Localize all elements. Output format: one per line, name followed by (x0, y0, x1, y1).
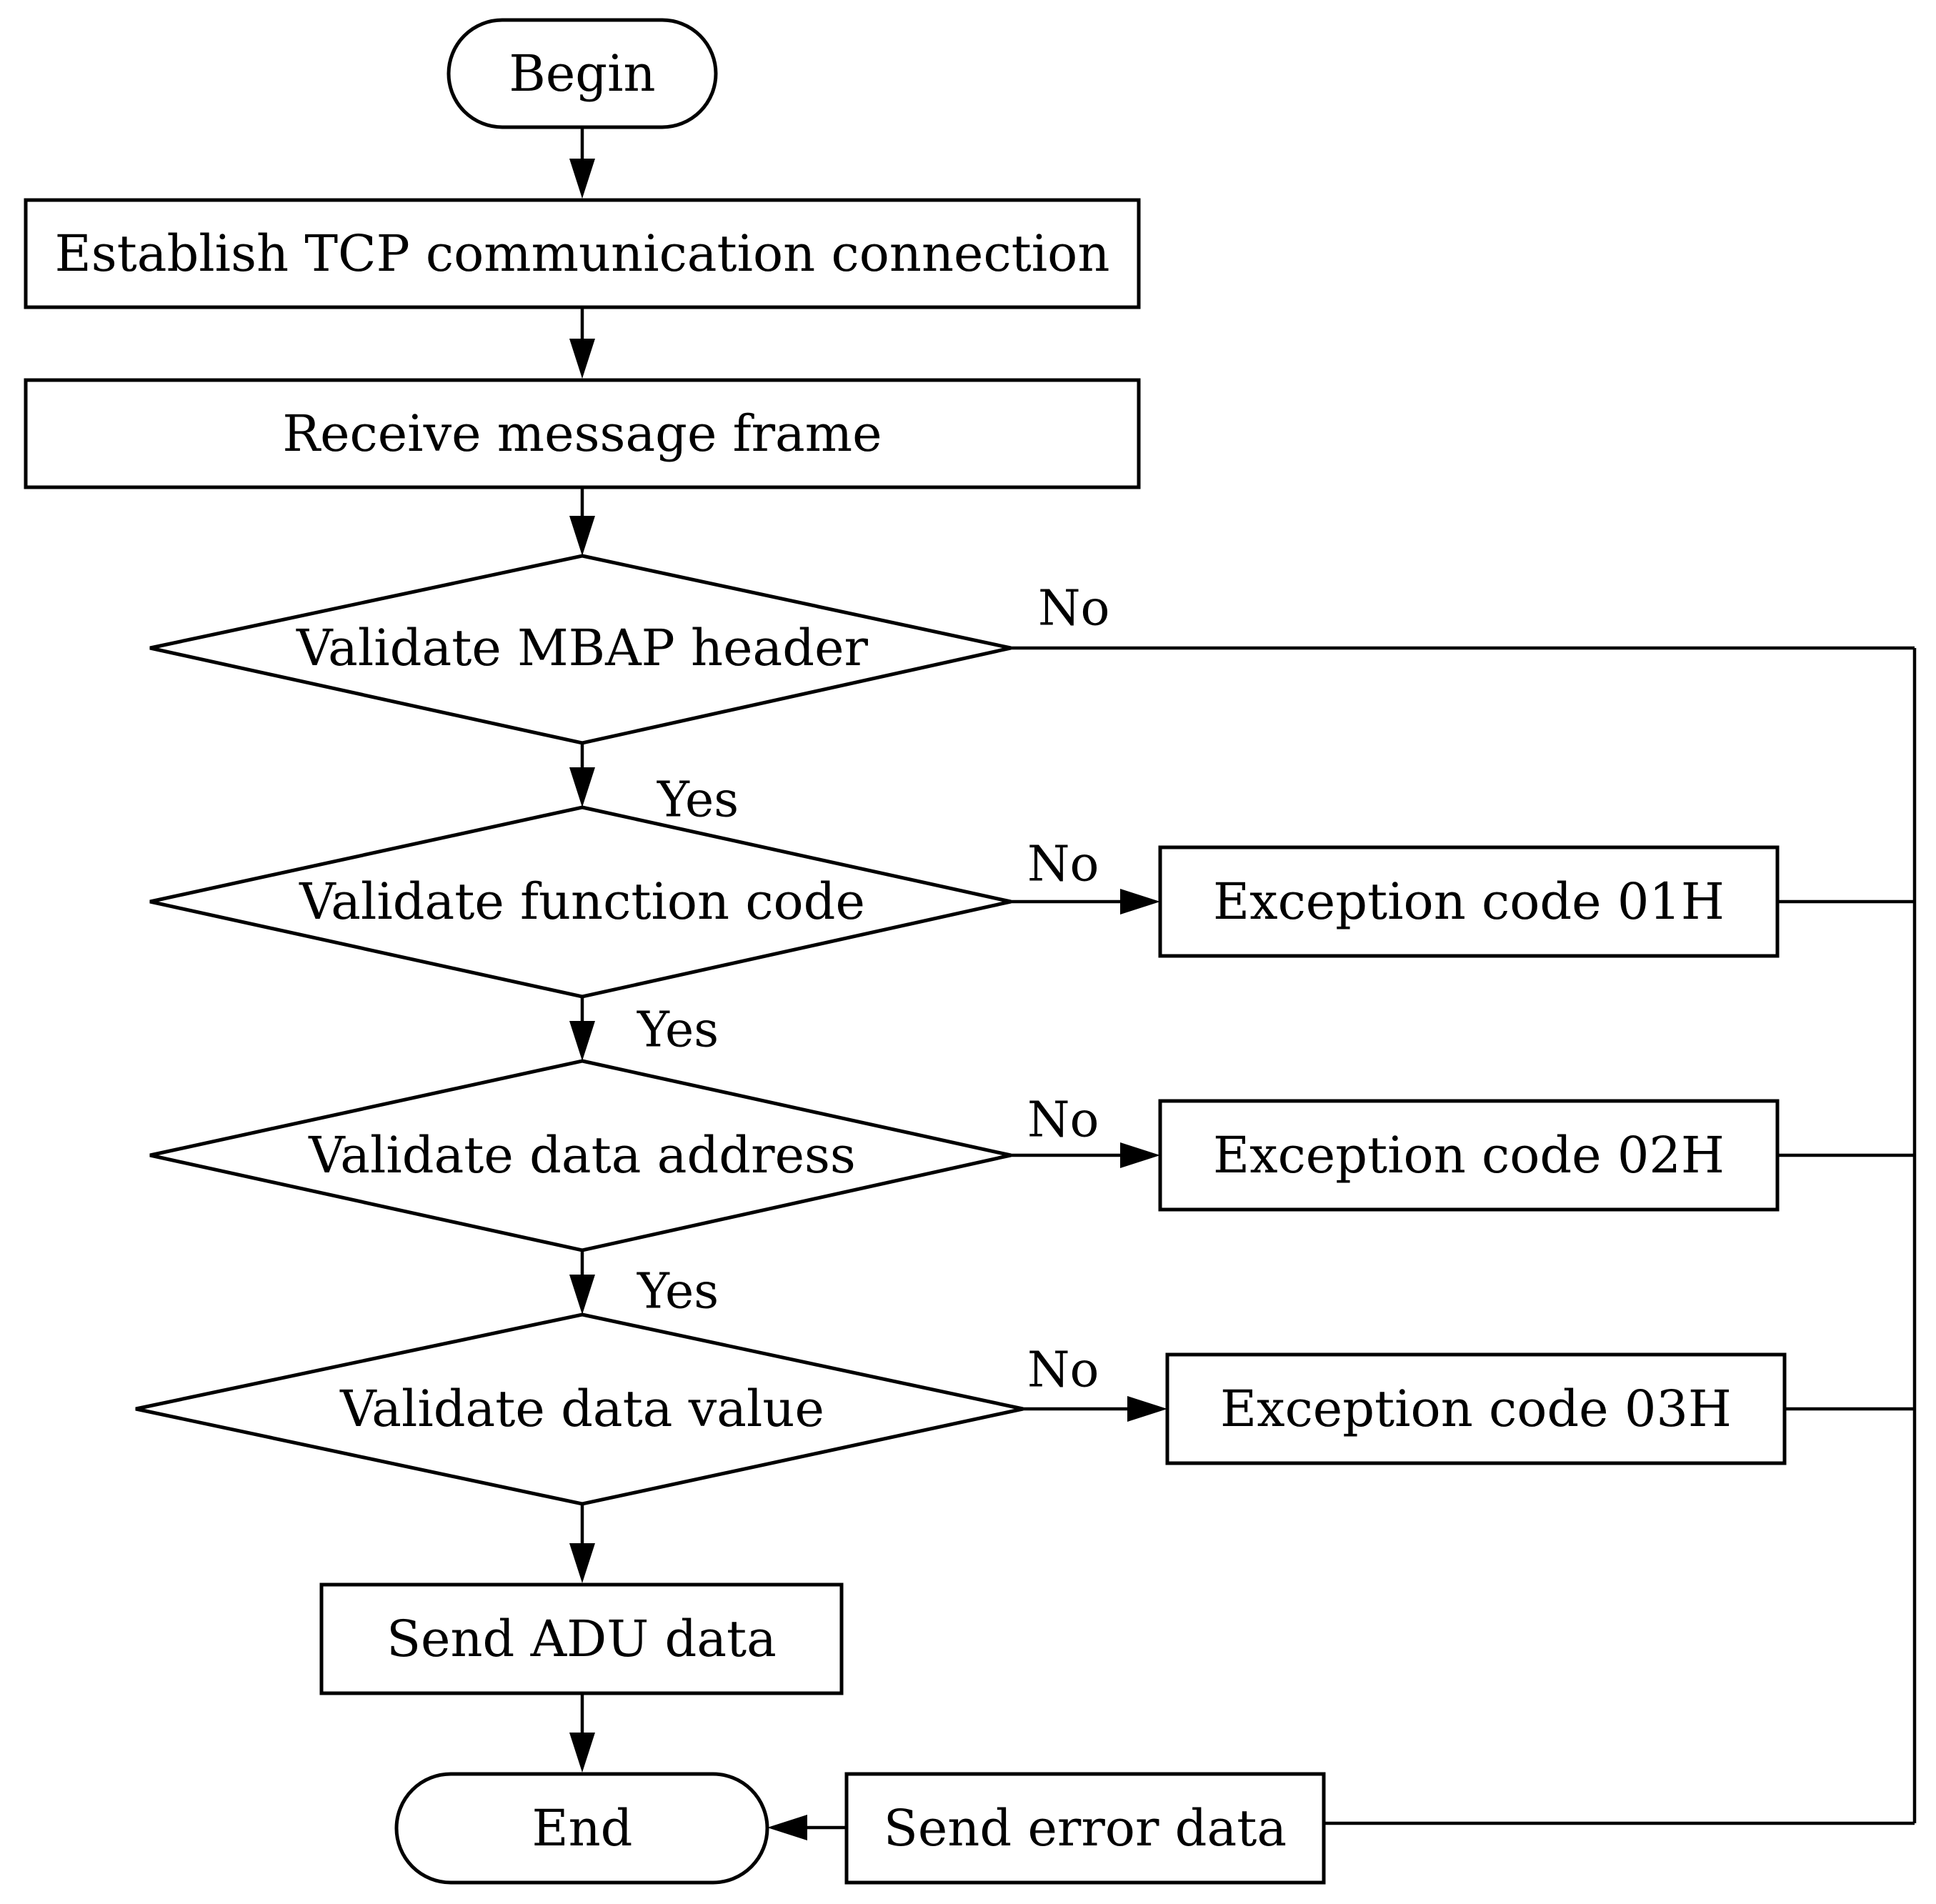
exception-02-node: Exception code 02H (1158, 1099, 1780, 1212)
validate-mbap-label: Validate MBAP header (296, 619, 868, 677)
receive-node: Receive message frame (24, 378, 1141, 489)
exception-02-box (1158, 1099, 1780, 1212)
function-yes-label: Yes (637, 1002, 719, 1059)
end-terminator (394, 1772, 769, 1885)
validate-address-decision (149, 1059, 1012, 1252)
send-adu-label: Send ADU data (386, 1610, 777, 1668)
mbap-yes-label: Yes (657, 772, 739, 829)
establish-node: Establish TCP communication connection (24, 198, 1141, 309)
receive-label: Receive message frame (282, 404, 882, 463)
arrow-to-mbap (569, 516, 595, 556)
begin-label: Begin (509, 44, 655, 103)
validate-function-node: Validate function code (149, 805, 1012, 999)
connectors (580, 127, 1917, 1830)
arrow-to-exception-02 (1120, 1142, 1160, 1168)
send-adu-node: Send ADU data (319, 1582, 844, 1695)
arrow-to-exception-01 (1120, 889, 1160, 914)
establish-label: Establish TCP communication connection (55, 224, 1110, 283)
exception-03-label: Exception code 03H (1220, 1380, 1732, 1438)
arrow-to-exception-03 (1127, 1396, 1167, 1422)
address-yes-label: Yes (637, 1264, 719, 1320)
validate-mbap-decision (149, 554, 1012, 745)
arrow-to-value (569, 1275, 595, 1315)
send-error-label: Send error data (884, 1799, 1287, 1858)
validate-mbap-node: Validate MBAP header (149, 554, 1012, 745)
arrow-to-send-adu (569, 1543, 595, 1583)
validate-value-decision (135, 1312, 1024, 1506)
begin-terminator (446, 18, 718, 129)
address-no-label: No (1027, 1092, 1099, 1149)
exception-03-box (1165, 1352, 1787, 1465)
receive-box (24, 378, 1141, 489)
exception-03-node: Exception code 03H (1165, 1352, 1787, 1465)
value-no-label: No (1027, 1342, 1099, 1399)
validate-function-decision (149, 805, 1012, 999)
edge-labels: No Yes No Yes No Yes No (637, 581, 1109, 1399)
mbap-no-label: No (1038, 581, 1109, 637)
exception-01-box (1158, 845, 1780, 958)
validate-function-label: Validate function code (299, 872, 865, 931)
arrow-to-end (569, 1733, 595, 1773)
exception-01-node: Exception code 01H (1158, 845, 1780, 958)
send-error-node: Send error data (844, 1772, 1326, 1885)
arrow-to-function (569, 767, 595, 807)
validate-value-label: Validate data value (339, 1380, 824, 1438)
validate-address-label: Validate data address (308, 1126, 856, 1185)
end-node: End (394, 1772, 769, 1885)
arrow-to-end-from-error (767, 1815, 807, 1840)
validate-value-node: Validate data value (135, 1312, 1024, 1506)
send-adu-box (319, 1582, 844, 1695)
exception-01-label: Exception code 01H (1213, 872, 1725, 931)
arrow-to-address (569, 1021, 595, 1061)
begin-node: Begin (446, 18, 718, 129)
send-error-box (844, 1772, 1326, 1885)
exception-02-label: Exception code 02H (1213, 1126, 1725, 1185)
validate-address-node: Validate data address (149, 1059, 1012, 1252)
end-label: End (532, 1799, 633, 1858)
establish-box (24, 198, 1141, 309)
arrow-to-establish (569, 159, 595, 199)
function-no-label: No (1027, 837, 1099, 893)
arrowheads (569, 159, 1167, 1840)
arrow-to-receive (569, 339, 595, 379)
